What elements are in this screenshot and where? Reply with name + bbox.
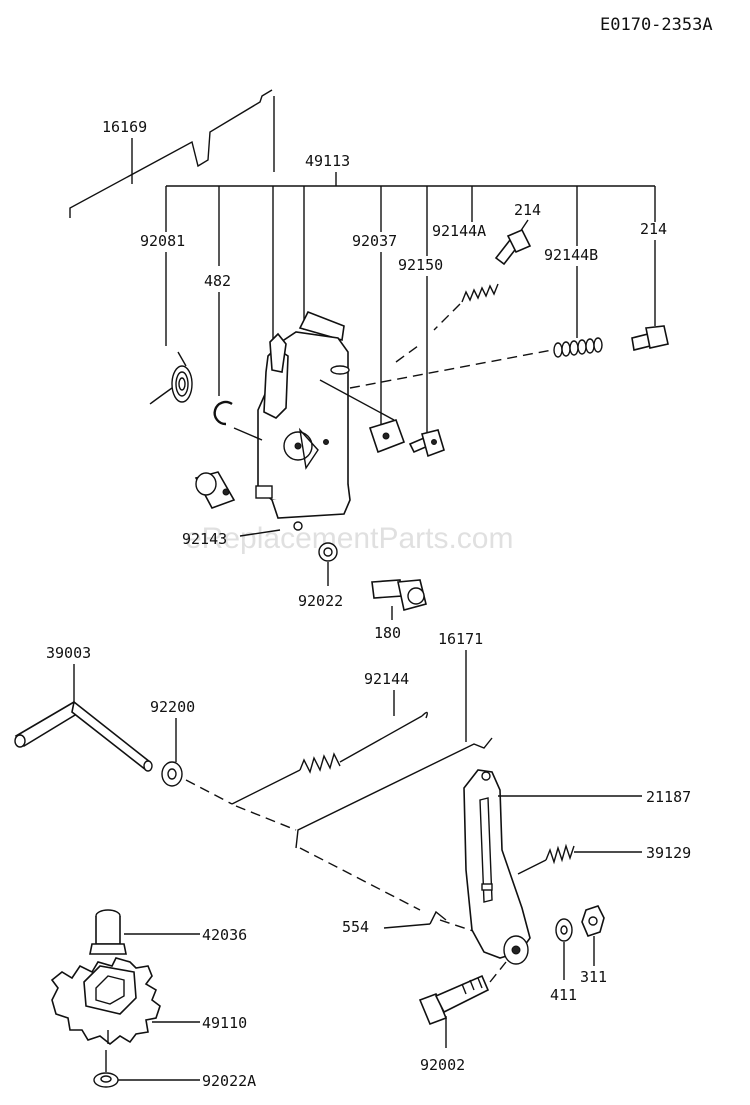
rod-16169 bbox=[69, 89, 273, 218]
spring-92144 bbox=[231, 711, 429, 805]
rod-16171 bbox=[295, 737, 493, 849]
spring-92144A bbox=[461, 283, 499, 303]
shaft-39003 bbox=[14, 700, 153, 772]
label-39129: 39129 bbox=[646, 844, 691, 862]
label-39003: 39003 bbox=[46, 644, 91, 662]
label-16169: 16169 bbox=[102, 118, 147, 136]
lever-21187 bbox=[463, 769, 531, 965]
bolt-214-right bbox=[631, 325, 669, 351]
diagram-code: E0170-2353A bbox=[600, 15, 713, 35]
spring-92144B bbox=[553, 337, 603, 358]
label-214-upper: 214 bbox=[514, 201, 541, 219]
pin-42036 bbox=[89, 909, 127, 955]
clip-482 bbox=[213, 400, 233, 426]
label-92143: 92143 bbox=[182, 530, 227, 548]
lever-arm bbox=[233, 332, 289, 499]
label-42036: 42036 bbox=[202, 926, 247, 944]
label-311: 311 bbox=[580, 968, 607, 986]
label-16171: 16171 bbox=[438, 630, 483, 648]
label-92150: 92150 bbox=[398, 256, 443, 274]
washer-92022A bbox=[93, 1072, 119, 1088]
label-92022A: 92022A bbox=[202, 1072, 256, 1090]
spring-39129 bbox=[517, 843, 575, 875]
watermark: eReplacementParts.com bbox=[185, 522, 513, 555]
label-214-right: 214 bbox=[640, 220, 667, 238]
bolt-180 bbox=[371, 579, 427, 611]
label-411: 411 bbox=[550, 986, 577, 1004]
label-21187: 21187 bbox=[646, 788, 691, 806]
label-554: 554 bbox=[342, 918, 369, 936]
gear-49110 bbox=[50, 957, 161, 1046]
label-92144B: 92144B bbox=[544, 246, 598, 264]
label-92200: 92200 bbox=[150, 698, 195, 716]
label-49110: 49110 bbox=[202, 1014, 247, 1032]
sleeve-92143 bbox=[194, 471, 236, 509]
label-92144: 92144 bbox=[364, 670, 409, 688]
label-92022: 92022 bbox=[298, 592, 343, 610]
bolt-214-upper bbox=[494, 228, 532, 266]
label-92037: 92037 bbox=[352, 232, 397, 250]
bolt-92002 bbox=[418, 974, 490, 1026]
label-92144A: 92144A bbox=[432, 222, 486, 240]
label-49113: 49113 bbox=[305, 152, 350, 170]
label-180: 180 bbox=[374, 624, 401, 642]
label-92002: 92002 bbox=[420, 1056, 465, 1074]
label-482: 482 bbox=[204, 272, 231, 290]
spring-92081 bbox=[149, 351, 193, 405]
label-92081: 92081 bbox=[140, 232, 185, 250]
bolt-92150 bbox=[408, 429, 445, 458]
